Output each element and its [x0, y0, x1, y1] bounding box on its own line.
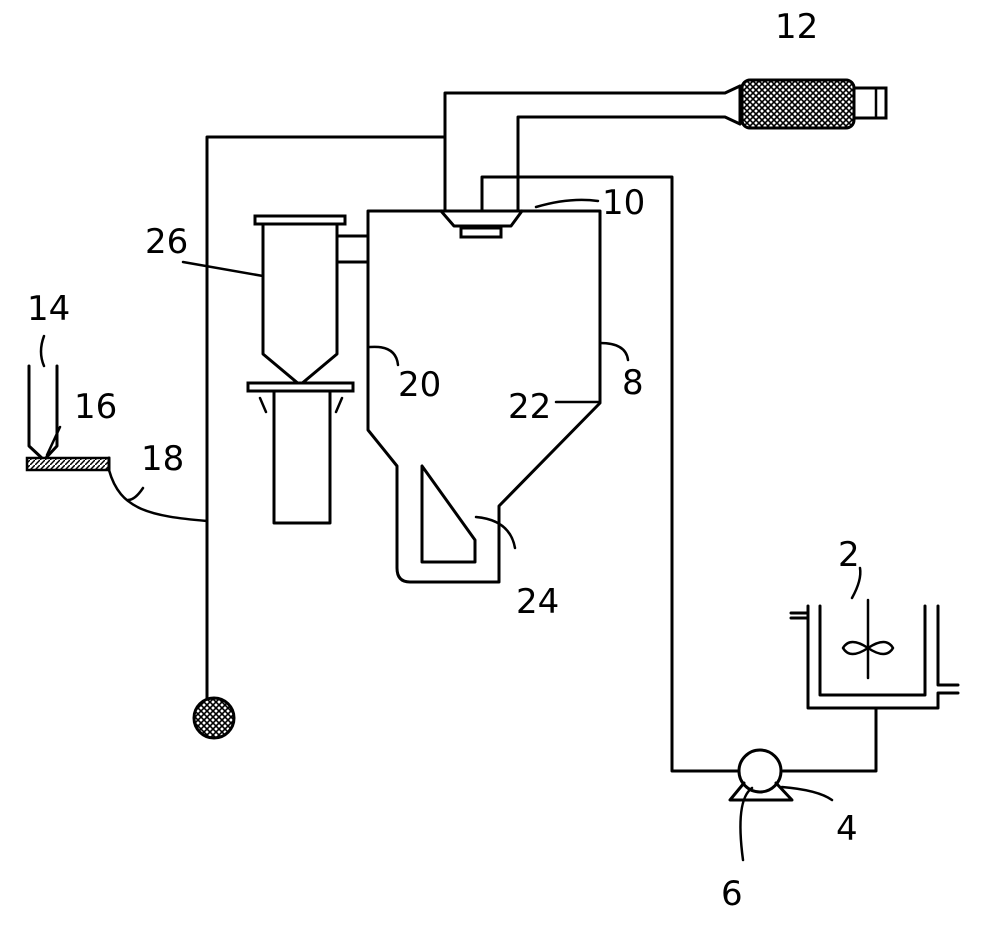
label-16: 16 — [74, 387, 117, 427]
cyclone-connector — [337, 236, 368, 262]
label-24: 24 — [516, 582, 559, 622]
label-8: 8 — [622, 363, 644, 403]
atomizer — [441, 211, 522, 237]
cyclone — [248, 216, 353, 523]
pump — [730, 750, 792, 800]
label-4: 4 — [836, 809, 858, 849]
leader-lines — [41, 200, 860, 860]
air-duct — [445, 86, 740, 210]
feed-tank — [791, 600, 958, 708]
label-20: 20 — [398, 365, 441, 405]
label-14: 14 — [27, 289, 70, 329]
feed-line — [482, 177, 876, 771]
label-10: 10 — [602, 183, 645, 223]
reference-numerals: 2 4 6 8 10 12 14 16 18 20 22 24 26 — [27, 7, 860, 914]
label-18: 18 — [141, 439, 184, 479]
label-2: 2 — [838, 535, 860, 575]
label-22: 22 — [508, 387, 551, 427]
label-6: 6 — [721, 874, 743, 914]
label-26: 26 — [145, 222, 188, 262]
signal-line — [194, 137, 445, 738]
label-12: 12 — [775, 7, 818, 47]
weight-ball — [194, 698, 234, 738]
air-heater — [740, 80, 886, 128]
